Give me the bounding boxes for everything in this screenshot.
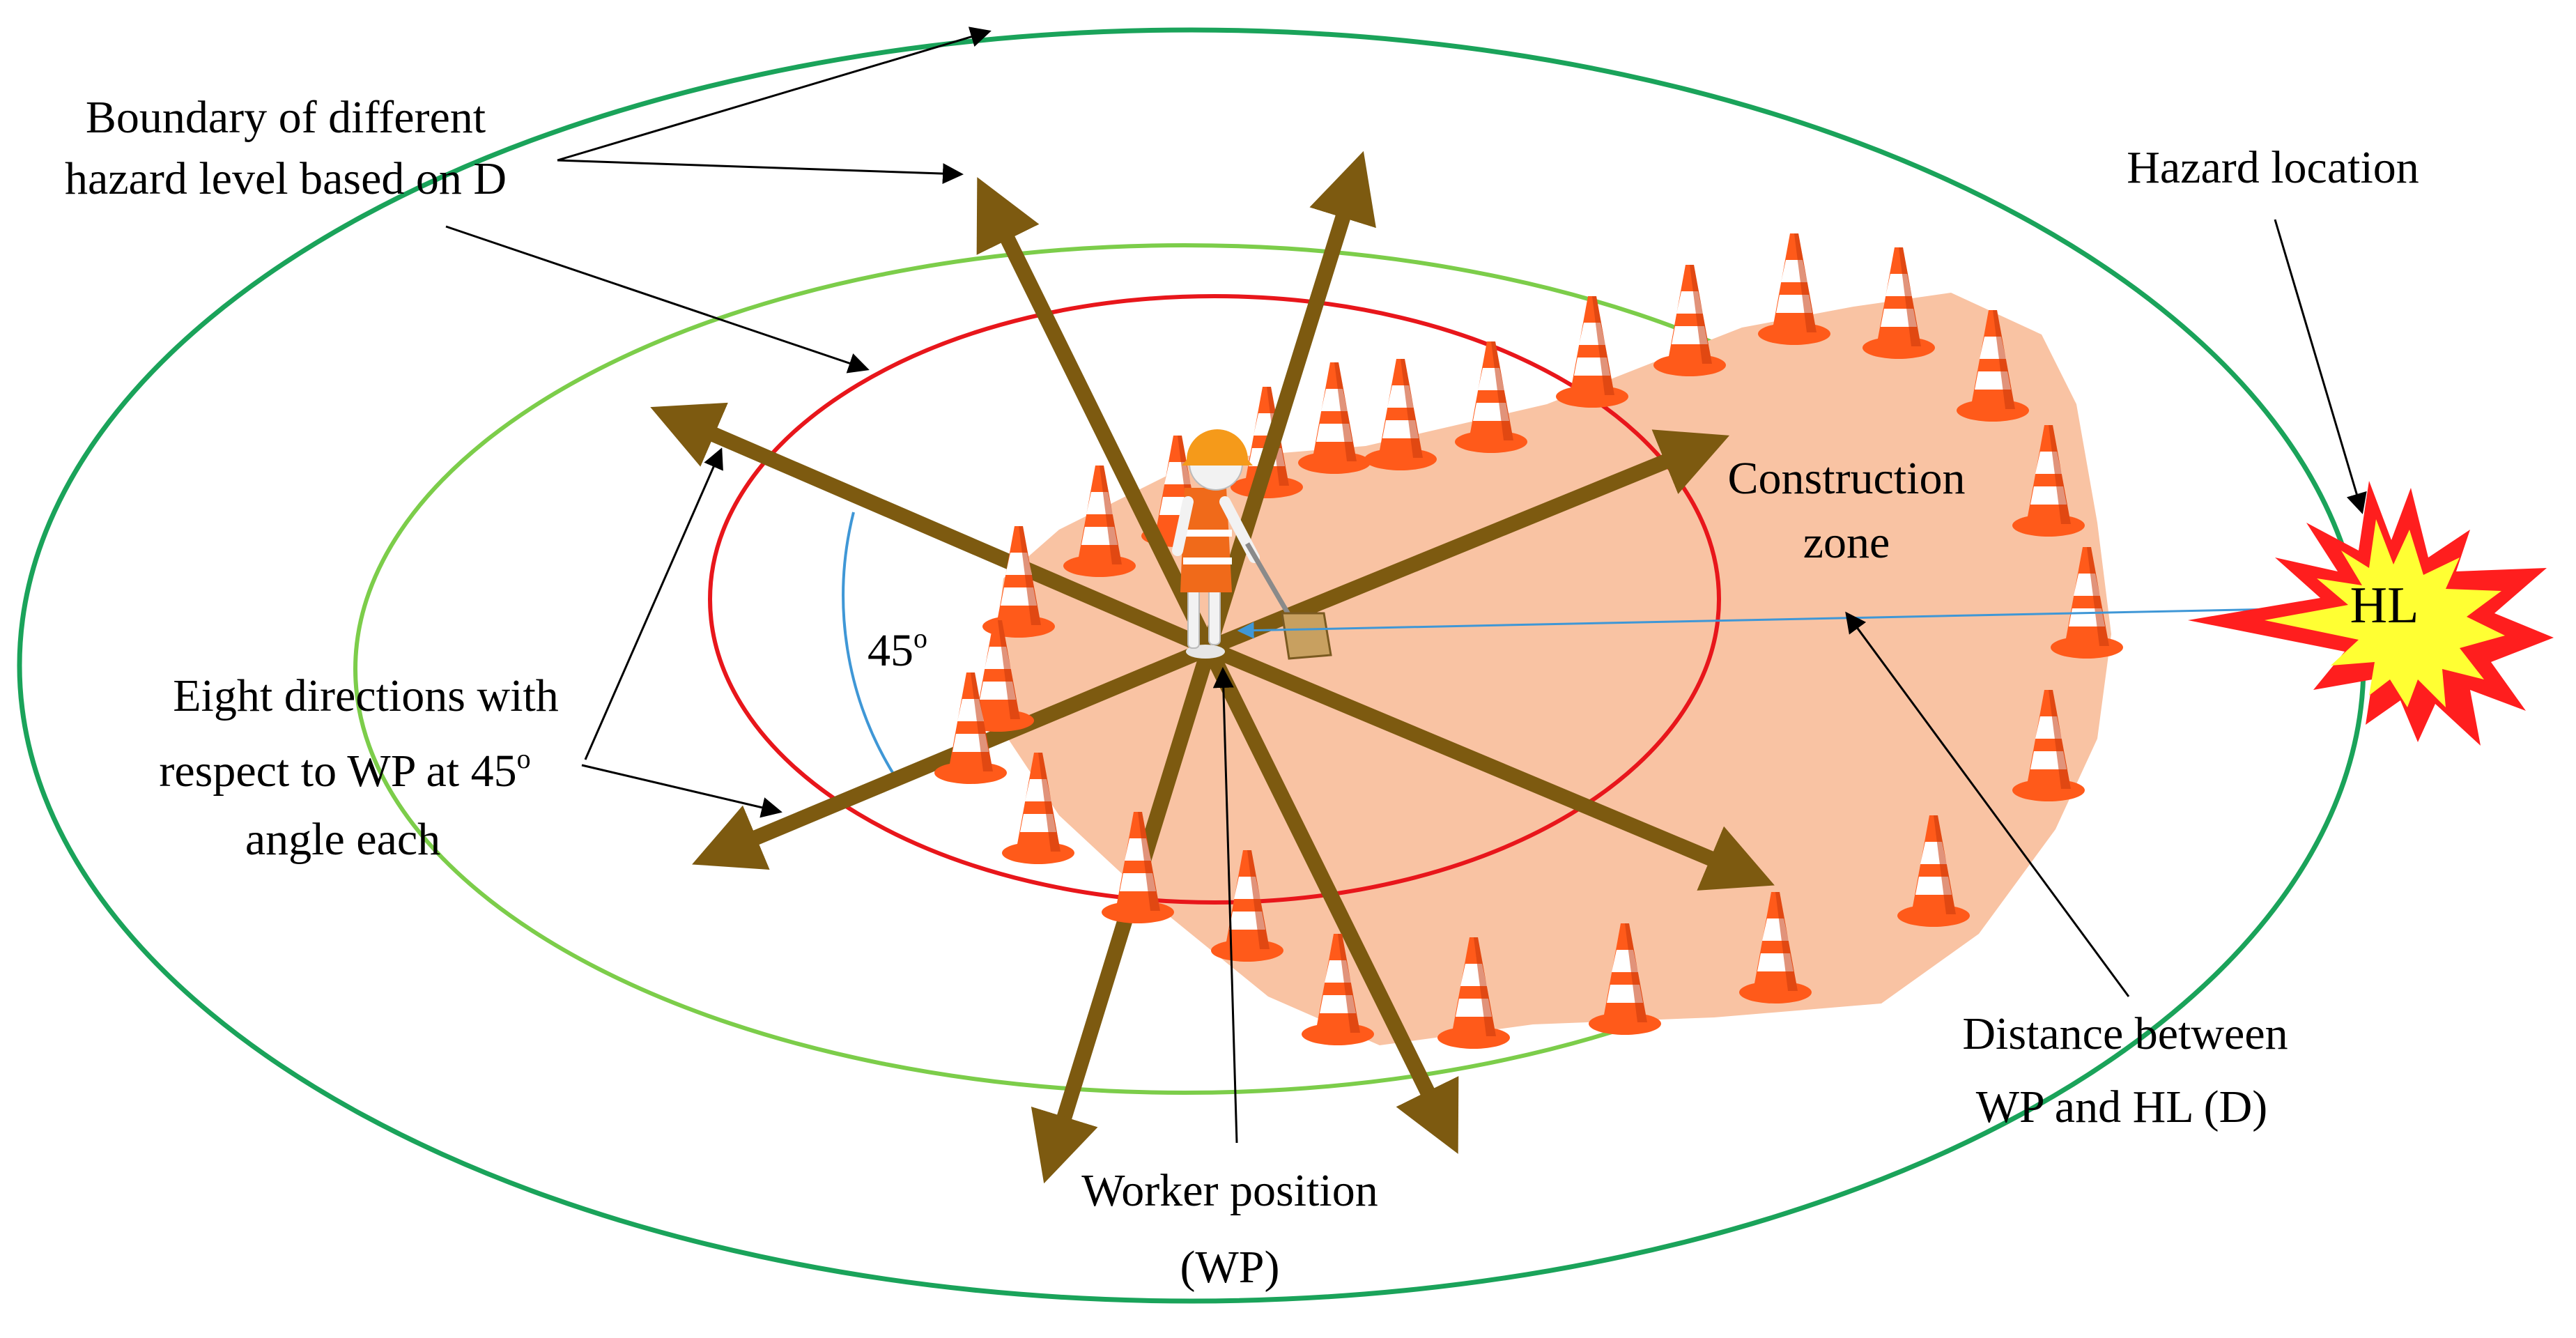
eight-directions-label-line2: respect to WP at 45o [159, 743, 530, 797]
hazard-burst-icon [2188, 481, 2554, 746]
traffic-cone-icon [1298, 362, 1371, 474]
direction-arrow-n [1201, 151, 1376, 656]
boundary-arrow-middle [557, 159, 964, 185]
eight-directions-arrow-upper [584, 447, 723, 760]
eight-directions-label-line1: Eight directions with [173, 670, 559, 721]
construction-zone-label-line2: zone [1803, 517, 1890, 568]
traffic-cone-icon [1758, 233, 1830, 345]
distance-label-line2: WP and HL (D) [1976, 1082, 2268, 1132]
direction-arrow-nne [976, 177, 1217, 656]
hazard-location-arrow [2274, 219, 2367, 514]
eight-directions-arrow-lower [581, 764, 782, 818]
boundary-arrow-outer [557, 26, 992, 162]
angle-degree-mark: o [913, 622, 927, 654]
annotation-arrows [445, 26, 2367, 1144]
worker-position-arrow [1212, 667, 1238, 1144]
construction-zone-label-line1: Construction [1728, 453, 1966, 504]
worker-position-label-line2: (WP) [1180, 1242, 1280, 1293]
traffic-cone-icon [1556, 296, 1628, 408]
traffic-cone-icon [1653, 265, 1726, 376]
traffic-cone-icon [1364, 359, 1437, 470]
angle-label: 45o [867, 622, 927, 676]
distance-line [1237, 606, 2342, 639]
inner-hazard-boundary [708, 294, 1721, 905]
eight-directions-degree-mark: o [517, 743, 531, 774]
eight-directions-label-line2-text: respect to WP at 45 [159, 746, 516, 797]
boundary-label-line2: hazard level based on D [65, 153, 507, 204]
distance-label-line1: Distance between [1962, 1008, 2288, 1059]
distance-arrow [1845, 611, 2130, 997]
direction-arrow-sse [1201, 640, 1459, 1154]
boundary-label-line1: Boundary of different [86, 92, 486, 143]
worker-figure-icon [1172, 429, 1332, 660]
worker-position-label-line1: Worker position [1081, 1165, 1378, 1216]
angle-arc [842, 512, 897, 778]
direction-arrow-se [1201, 640, 1775, 891]
angle-value: 45 [867, 625, 913, 676]
boundary-arrow-inner [445, 225, 870, 374]
eight-directions-label-line3: angle each [245, 814, 440, 865]
hazard-location-label: Hazard location [2127, 142, 2419, 193]
direction-arrow-w [650, 402, 1217, 656]
hazard-marker-label: HL [2350, 577, 2419, 634]
